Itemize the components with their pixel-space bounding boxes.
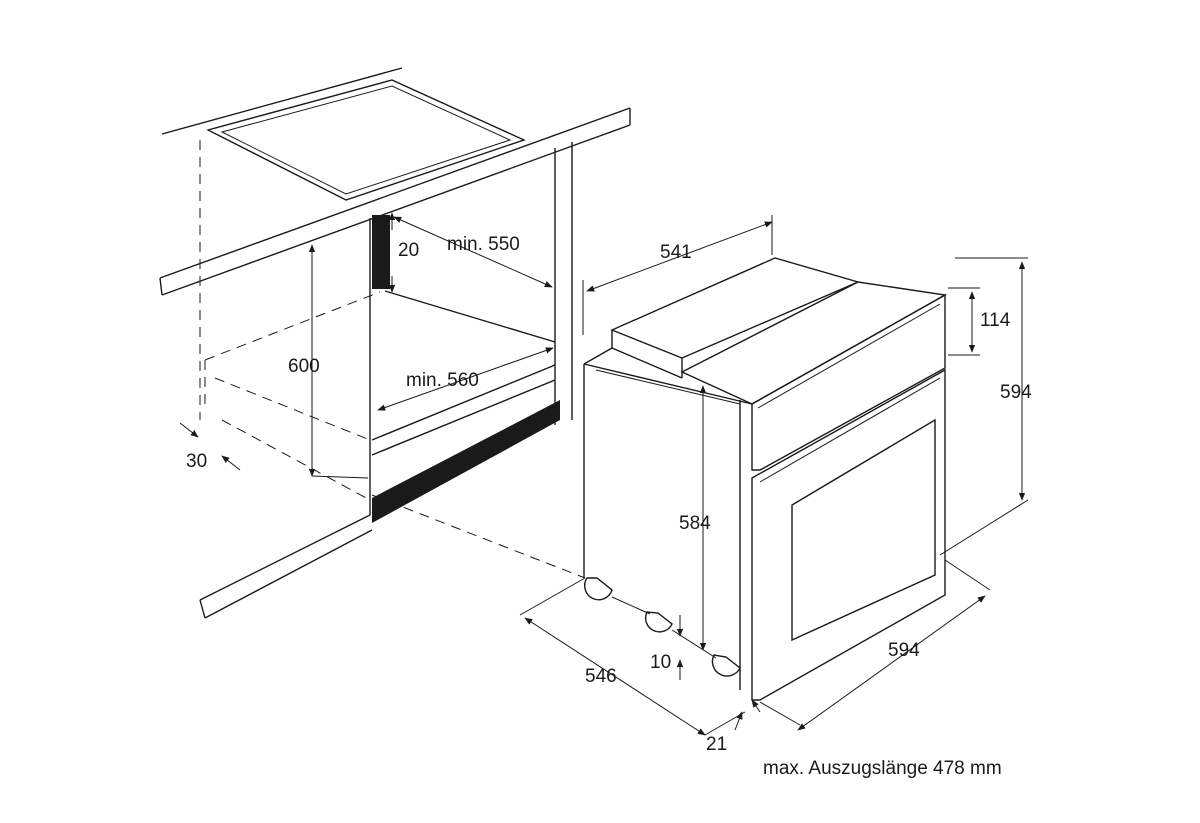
label-foot-height: 10 (650, 652, 671, 673)
label-niche-width: min. 560 (406, 370, 479, 391)
plinth (372, 400, 560, 523)
label-oven-depth: 546 (585, 666, 617, 687)
label-niche-height: 600 (288, 356, 320, 377)
label-front-offset: 30 (186, 451, 207, 472)
oven-window (791, 418, 936, 642)
label-max-pullout: max. Auszugslänge 478 mm (763, 758, 1002, 779)
hob (206, 79, 526, 201)
dimension-lines (179, 212, 1029, 736)
label-niche-top-gap: 20 (398, 240, 419, 261)
label-panel-height: 114 (980, 310, 1011, 331)
oven-top (610, 257, 861, 359)
label-oven-width: 594 (888, 640, 920, 661)
oven (583, 257, 948, 701)
label-oven-top-depth: 541 (660, 242, 692, 263)
niche-top-strip (372, 215, 390, 289)
label-door-thickness: 21 (706, 734, 727, 755)
label-oven-height: 594 (1000, 382, 1032, 403)
control-panel (680, 281, 948, 471)
label-body-height: 584 (679, 513, 711, 534)
worktop (159, 67, 631, 296)
cabinet (159, 67, 631, 619)
label-niche-depth: min. 550 (447, 234, 520, 255)
